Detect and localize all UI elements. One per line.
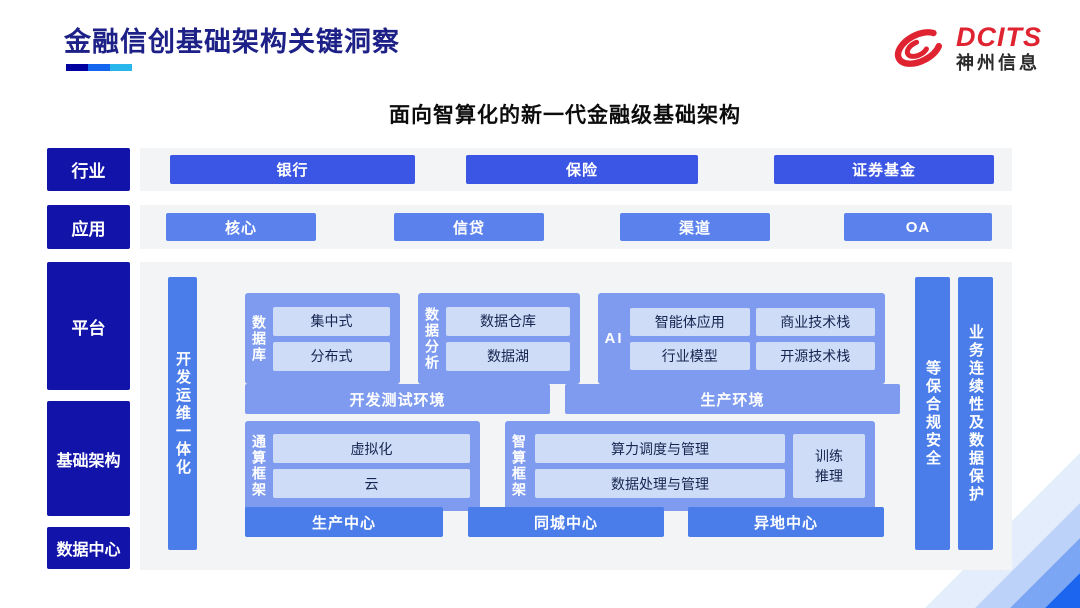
application-item-core: 核心: [166, 213, 316, 241]
intelligent-compute-framework-group: 智算框架 算力调度与管理 数据处理与管理 训练推理: [505, 421, 875, 511]
application-item-channel: 渠道: [620, 213, 770, 241]
database-group-label: 数据库: [251, 314, 267, 363]
dev-test-environment-bar: 开发测试环境: [245, 384, 550, 414]
application-strip: 核心 信贷 渠道 OA: [140, 205, 1012, 249]
chip-virtualization: 虚拟化: [273, 434, 470, 463]
ai-group-label: AI: [604, 330, 624, 347]
application-item-credit: 信贷: [394, 213, 544, 241]
row-label-industry: 行业: [47, 148, 130, 191]
data-analytics-group-label: 数据分析: [424, 306, 440, 371]
business-continuity-label: 业务连续性及数据保护: [967, 323, 984, 504]
training-inference-box: 训练推理: [793, 434, 865, 498]
intelligent-compute-framework-label: 智算框架: [511, 434, 527, 498]
architecture-panel: 开发运维一体化 等保合规安全 业务连续性及数据保护 数据库 集中式 分布式 数据…: [140, 262, 1012, 570]
industry-item-securities: 证券基金: [774, 155, 994, 184]
devops-vertical-bar: 开发运维一体化: [168, 277, 197, 550]
chip-distributed: 分布式: [273, 341, 390, 371]
dcits-swirl-icon: [894, 29, 944, 67]
general-compute-framework-label: 通算框架: [251, 434, 267, 498]
industry-item-bank: 银行: [170, 155, 415, 184]
security-compliance-vertical-bar: 等保合规安全: [915, 277, 950, 550]
chip-open-source-stack: 开源技术栈: [755, 341, 875, 370]
row-label-platform: 平台: [47, 262, 130, 390]
industry-strip: 银行 保险 证券基金: [140, 148, 1012, 191]
chip-data-processing: 数据处理与管理: [535, 469, 785, 498]
general-compute-framework-group: 通算框架 虚拟化 云: [245, 421, 480, 511]
row-label-datacenter: 数据中心: [47, 527, 130, 569]
logo-subbrand-text: 神州信息: [956, 52, 1040, 73]
row-label-infrastructure: 基础架构: [47, 401, 130, 516]
dcits-logo: DCITS 神州信息: [890, 16, 1068, 80]
production-environment-bar: 生产环境: [565, 384, 900, 414]
training-inference-label: 训练推理: [815, 447, 843, 484]
security-compliance-label: 等保合规安全: [924, 359, 941, 468]
chip-data-warehouse: 数据仓库: [446, 306, 570, 336]
page-title: 金融信创基础架构关键洞察: [64, 27, 400, 57]
business-continuity-vertical-bar: 业务连续性及数据保护: [958, 277, 993, 550]
production-center-button: 生产中心: [245, 507, 443, 537]
database-group: 数据库 集中式 分布式: [245, 293, 400, 384]
chip-centralized: 集中式: [273, 306, 390, 336]
title-underline: [66, 64, 132, 71]
chip-commercial-stack: 商业技术栈: [755, 307, 875, 336]
data-analytics-group: 数据分析 数据仓库 数据湖: [418, 293, 580, 384]
ai-group: AI 智能体应用 商业技术栈 行业模型 开源技术栈: [598, 293, 885, 384]
application-item-oa: OA: [844, 213, 992, 241]
logo-brand-text: DCITS: [956, 22, 1042, 53]
chip-data-lake: 数据湖: [446, 341, 570, 371]
chip-agent-apps: 智能体应用: [630, 307, 750, 336]
diagram-title: 面向智算化的新一代金融级基础架构: [389, 104, 741, 127]
chip-cloud: 云: [273, 469, 470, 498]
industry-item-insurance: 保险: [466, 155, 698, 184]
same-city-center-button: 同城中心: [468, 507, 664, 537]
chip-compute-scheduling: 算力调度与管理: [535, 434, 785, 463]
chip-industry-models: 行业模型: [630, 341, 750, 370]
devops-vertical-bar-label: 开发运维一体化: [174, 350, 191, 477]
remote-center-button: 异地中心: [688, 507, 884, 537]
row-label-application: 应用: [47, 205, 130, 249]
